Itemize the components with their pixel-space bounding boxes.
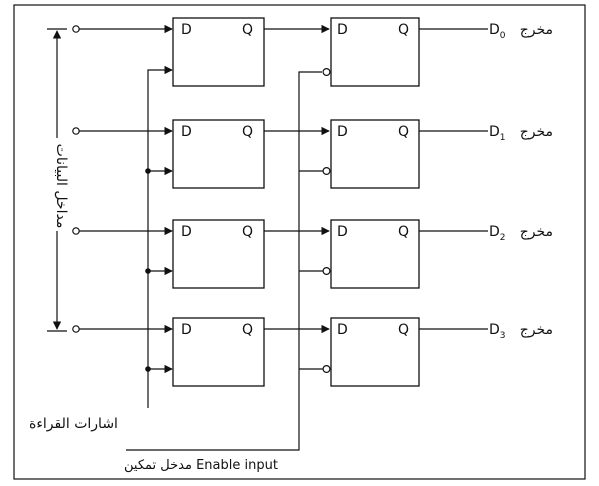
output-label: D0 [489, 22, 506, 41]
flipflop-d-pin: D [337, 322, 348, 338]
read-signal-bus [147, 65, 173, 408]
flipflop-d-pin: D [181, 224, 192, 240]
input-terminal [72, 227, 80, 235]
output-label: D1 [489, 124, 506, 143]
enable-inversion-bubble [322, 167, 331, 176]
input-terminal [72, 25, 80, 33]
flipflop-d-pin: D [337, 124, 348, 140]
output-word: مخرج [520, 124, 553, 140]
flipflop-d-pin: D [337, 224, 348, 240]
output-word: مخرج [520, 22, 553, 38]
read-signals-label: اشارات القراءة [29, 416, 118, 432]
output-subscript: 0 [500, 31, 506, 41]
output-subscript: 2 [500, 233, 506, 243]
enable-inversion-bubble [322, 67, 331, 76]
flipflop-q-pin: Q [398, 322, 409, 338]
input-terminal [72, 325, 80, 333]
input-flipflop [172, 219, 265, 289]
flipflop-d-pin: D [181, 124, 192, 140]
flipflop-q-pin: Q [398, 22, 409, 38]
enable-inversion-bubble [322, 267, 331, 276]
output-flipflop [330, 17, 420, 87]
output-word: مخرج [520, 322, 553, 338]
output-symbol: D [489, 22, 500, 38]
output-flipflop [330, 317, 420, 387]
output-label: D2 [489, 224, 506, 243]
output-symbol: D [489, 322, 500, 338]
flipflop-d-pin: D [337, 22, 348, 38]
output-subscript: 3 [500, 331, 506, 341]
input-terminal [72, 127, 80, 135]
output-subscript: 1 [500, 133, 506, 143]
enable-input-bus [126, 71, 322, 451]
data-inputs-bracket [47, 28, 67, 332]
flipflop-q-pin: Q [242, 224, 253, 240]
input-flipflop [172, 119, 265, 189]
output-flipflop [330, 219, 420, 289]
flipflop-q-pin: Q [398, 224, 409, 240]
input-flipflop [172, 17, 265, 87]
input-flipflop [172, 317, 265, 387]
flipflop-q-pin: Q [242, 124, 253, 140]
enable-inversion-bubble [322, 365, 331, 374]
output-word: مخرج [520, 224, 553, 240]
output-label: D3 [489, 322, 506, 341]
output-symbol: D [489, 124, 500, 140]
flipflop-d-pin: D [181, 22, 192, 38]
flipflop-q-pin: Q [242, 322, 253, 338]
flipflop-q-pin: Q [242, 22, 253, 38]
output-flipflop [330, 119, 420, 189]
flipflop-d-pin: D [181, 322, 192, 338]
diagram-frame [13, 4, 586, 480]
data-inputs-label: مداخل البيانات [53, 144, 69, 229]
output-symbol: D [489, 224, 500, 240]
flipflop-q-pin: Q [398, 124, 409, 140]
enable-input-label: مدخل تمكين Enable input [124, 458, 278, 473]
